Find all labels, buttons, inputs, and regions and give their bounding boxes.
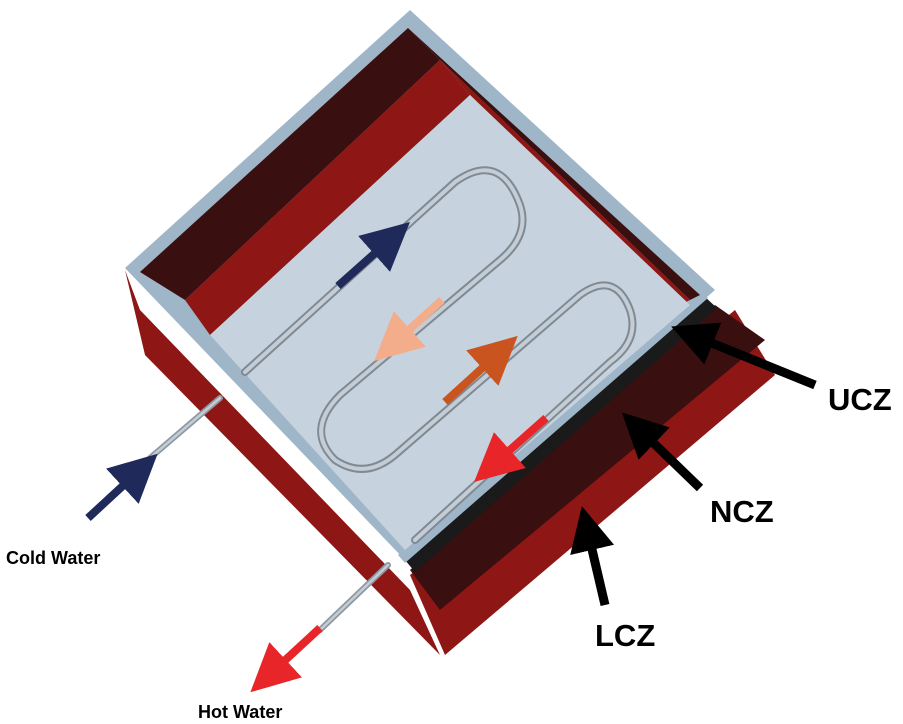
flow-arrow-navy-upper bbox=[335, 222, 410, 289]
cold-water-label: Cold Water bbox=[6, 548, 100, 568]
pointer-arrows bbox=[570, 322, 817, 607]
inner-back-wall-right bbox=[408, 28, 700, 300]
inner-lcz-wall-left bbox=[185, 60, 470, 335]
inner-back-wall-left bbox=[140, 28, 440, 300]
flow-arrow-red-inner bbox=[474, 415, 549, 482]
ncz-front-face bbox=[410, 305, 765, 610]
flow-arrow-orange bbox=[442, 335, 518, 405]
hot-water-label: Hot Water bbox=[198, 702, 282, 722]
ucz-front-rim bbox=[405, 297, 717, 572]
ncz-pointer bbox=[621, 412, 704, 492]
lcz-pointer bbox=[570, 506, 615, 607]
tray-floor bbox=[210, 95, 690, 550]
hot-water-arrow bbox=[250, 625, 323, 693]
cold-water-arrow bbox=[85, 453, 158, 521]
left-outer-face bbox=[125, 270, 440, 655]
flow-arrows bbox=[85, 222, 549, 693]
ucz-pointer bbox=[671, 322, 817, 390]
heat-exchanger-pipe bbox=[147, 166, 637, 633]
pond-body bbox=[125, 10, 775, 655]
inner-lcz-wall-right bbox=[440, 60, 690, 305]
labels: UCZ NCZ LCZ Cold Water Hot Water bbox=[6, 382, 892, 722]
flow-arrow-peach bbox=[374, 297, 445, 362]
ucz-label: UCZ bbox=[828, 382, 892, 417]
ncz-label: NCZ bbox=[710, 494, 774, 529]
lcz-label: LCZ bbox=[595, 618, 655, 653]
